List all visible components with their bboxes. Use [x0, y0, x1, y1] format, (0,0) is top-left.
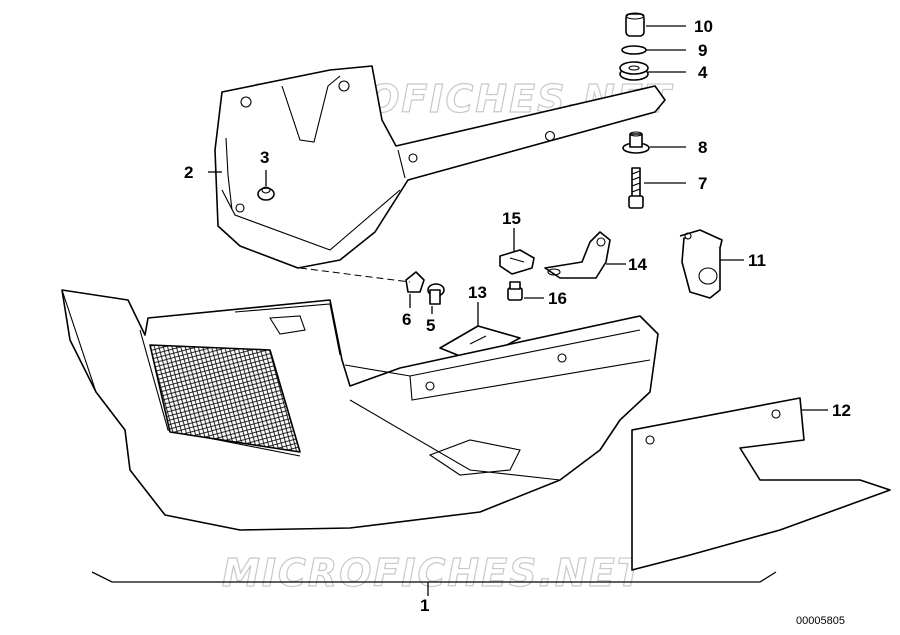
callout-11: 11	[748, 251, 766, 270]
part-3-bushing	[257, 186, 275, 201]
callout-8: 8	[698, 138, 707, 157]
callout-12: 12	[832, 401, 851, 420]
callout-3: 3	[260, 148, 269, 167]
part-11-bracket	[679, 229, 723, 299]
callout-16: 16	[548, 289, 567, 308]
callout-15: 15	[502, 209, 521, 228]
assembly-line	[299, 267, 411, 283]
callout-10: 10	[694, 17, 713, 36]
part-14-bracket	[544, 231, 611, 279]
part-12-side-panel	[631, 397, 891, 571]
part-2-bracket	[214, 65, 666, 269]
callout-2: 2	[184, 163, 193, 182]
callout-5: 5	[426, 316, 435, 335]
callout-13: 13	[468, 283, 487, 302]
reference-number: 00005805	[796, 615, 845, 627]
part-15-speed-nut	[499, 249, 535, 275]
callout-14: 14	[628, 255, 647, 274]
part-1-lower-fairing	[61, 289, 659, 531]
part-16-screw	[507, 281, 523, 301]
callout-7: 7	[698, 174, 707, 193]
callout-1: 1	[420, 596, 429, 615]
part-10-spacer	[625, 12, 645, 37]
part-6-nut	[405, 271, 425, 293]
watermark-bottom: MICROFICHES.NET	[222, 551, 646, 595]
callout-9: 9	[698, 41, 707, 60]
part-7-bolt	[628, 167, 644, 209]
callout-6: 6	[402, 310, 411, 329]
part-4-rubber-mount	[619, 61, 649, 81]
part-5-screw	[427, 283, 445, 305]
part-9-washer	[621, 45, 647, 55]
part-1-brace	[91, 571, 777, 583]
callout-4: 4	[698, 63, 708, 82]
part-8-flange-bushing	[622, 131, 650, 154]
